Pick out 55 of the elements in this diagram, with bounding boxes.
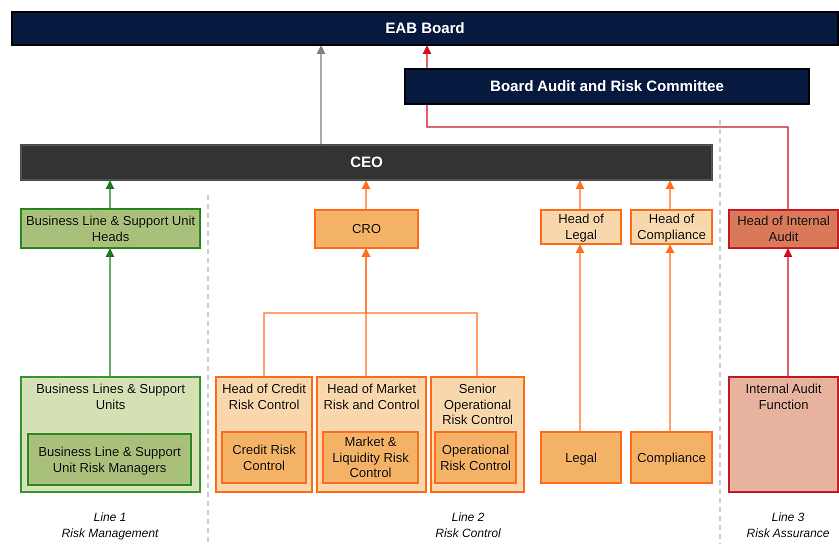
group-box xyxy=(215,376,313,493)
arrow xyxy=(666,180,674,209)
group-box xyxy=(316,376,427,493)
box-label: Head of Internal Audit xyxy=(736,213,831,245)
arrow xyxy=(784,248,792,376)
unit-box xyxy=(540,431,622,484)
arrow xyxy=(666,244,674,431)
unit-box xyxy=(434,431,517,484)
arrow xyxy=(106,180,114,208)
box-label: Head of Market Risk and Control xyxy=(322,381,421,412)
arrow xyxy=(422,45,432,68)
arrow xyxy=(362,180,370,209)
box-label: Head of Legal xyxy=(557,211,605,243)
connector-line xyxy=(426,105,789,209)
line-caption: Line 2 xyxy=(452,510,484,524)
box-label: Legal xyxy=(565,450,597,466)
ceo-bar xyxy=(20,144,713,181)
group-box xyxy=(20,376,201,493)
group-box xyxy=(430,376,525,493)
group-box xyxy=(728,376,839,493)
line-caption: Risk Management xyxy=(62,526,158,540)
line-caption: Risk Assurance xyxy=(746,526,830,540)
box-label: CRO xyxy=(352,221,381,237)
box-label: Operational Risk Control xyxy=(439,442,512,474)
committee-box xyxy=(404,68,810,105)
arrow xyxy=(106,248,114,376)
board-bar xyxy=(11,11,839,46)
box-label: Head of Compliance xyxy=(636,211,707,243)
arrow xyxy=(362,248,478,376)
box-label: Senior Operational Risk Control xyxy=(441,381,514,428)
box-label: Internal Audit Function xyxy=(744,381,822,412)
box-label: Business Line & Support Unit Heads xyxy=(24,212,196,244)
box-label: Market & Liquidity Risk Control xyxy=(331,434,410,481)
unit-box xyxy=(630,209,713,245)
arrow xyxy=(316,45,326,144)
unit-box xyxy=(314,209,419,249)
unit-box xyxy=(322,431,419,484)
unit-box xyxy=(728,209,839,249)
line-caption: Line 1 xyxy=(94,510,126,524)
box-label: EAB Board xyxy=(385,20,465,38)
box-label: Business Line & Support Unit Risk Managers xyxy=(37,444,182,476)
unit-box xyxy=(221,431,307,484)
arrow xyxy=(576,244,584,431)
box-label: Head of Credit Risk Control xyxy=(221,381,307,412)
box-label: Business Lines & Support Units xyxy=(35,381,186,412)
arrow xyxy=(576,180,584,209)
line-caption: Line 3 xyxy=(772,510,804,524)
box-label: Board Audit and Risk Committee xyxy=(490,78,724,96)
unit-box xyxy=(27,433,192,486)
box-label: CEO xyxy=(350,154,383,172)
unit-box xyxy=(630,431,713,484)
box-label: Credit Risk Control xyxy=(231,442,297,474)
box-label: Compliance xyxy=(637,450,706,466)
line-caption: Risk Control xyxy=(435,526,501,540)
unit-box xyxy=(540,209,622,245)
